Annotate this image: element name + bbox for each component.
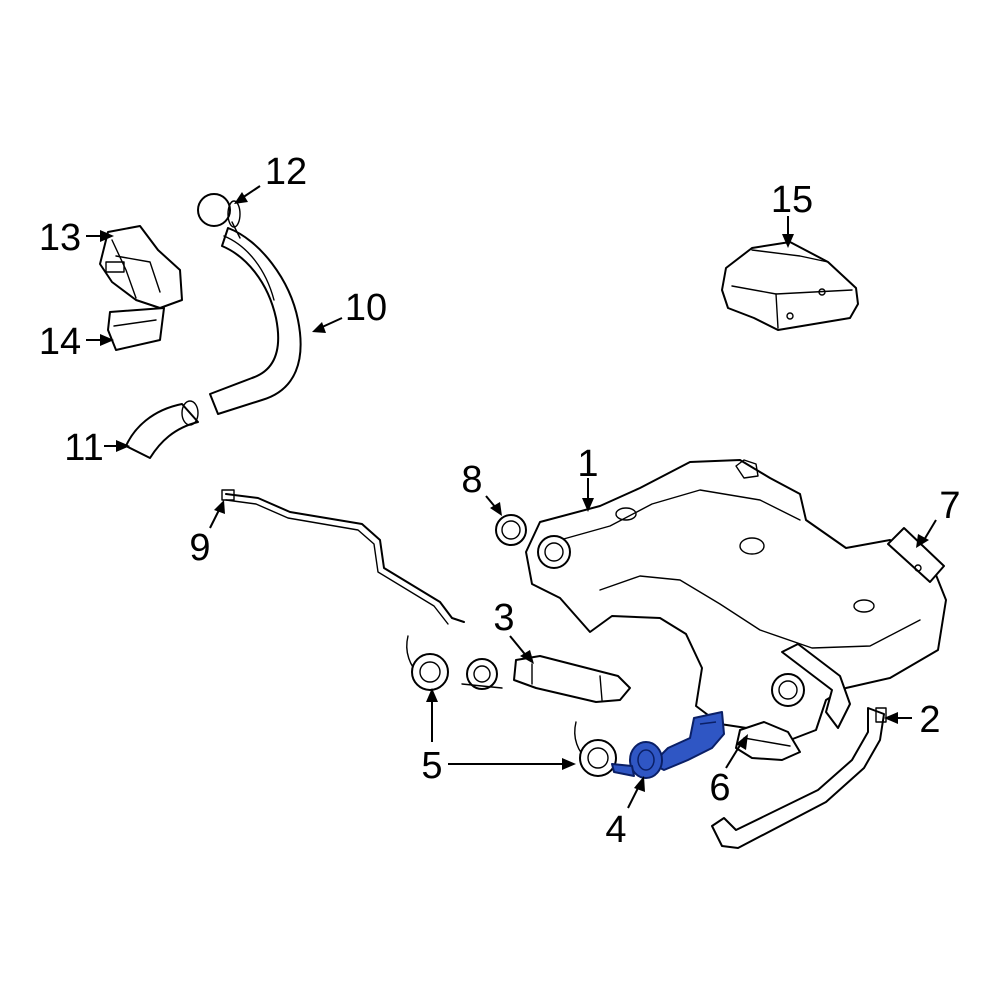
part-12-clamp [197,193,241,228]
leader-lines [86,185,937,809]
part-6-bracket [735,721,801,761]
callout-15: 15 [771,179,813,221]
part-9-vent-line [221,489,465,625]
part-1-fuel-tank [525,459,947,741]
part-2-tank-strap [711,643,887,849]
callout-14: 14 [39,321,81,363]
callout-13: 13 [39,217,81,259]
callout-5: 5 [421,745,442,787]
callout-9: 9 [189,527,210,569]
part-4-fuel-pump-highlighted [611,711,725,779]
callout-10: 10 [345,287,387,329]
part-15-cover [721,241,859,331]
callout-3: 3 [493,597,514,639]
part-10-hose [209,221,302,415]
callout-8: 8 [461,459,482,501]
callout-12: 12 [265,151,307,193]
callout-4: 4 [605,809,626,851]
part-14-clip [107,307,165,351]
part-3-sending-unit [461,655,631,703]
callout-6: 6 [709,767,730,809]
part-8-gasket [495,514,527,546]
callout-1: 1 [577,443,598,485]
callout-11: 11 [64,427,103,469]
callout-7: 7 [939,485,960,527]
part-5-lock-ring-lower [574,721,617,777]
part-13-bracket [99,225,183,309]
callout-numbers: 1 2 3 4 5 6 7 8 9 10 11 12 13 14 15 [39,151,961,851]
part-5-lock-ring-upper [406,635,449,691]
part-7-strap [887,527,945,583]
part-11-hose-end [125,400,199,459]
callout-2: 2 [919,699,940,741]
